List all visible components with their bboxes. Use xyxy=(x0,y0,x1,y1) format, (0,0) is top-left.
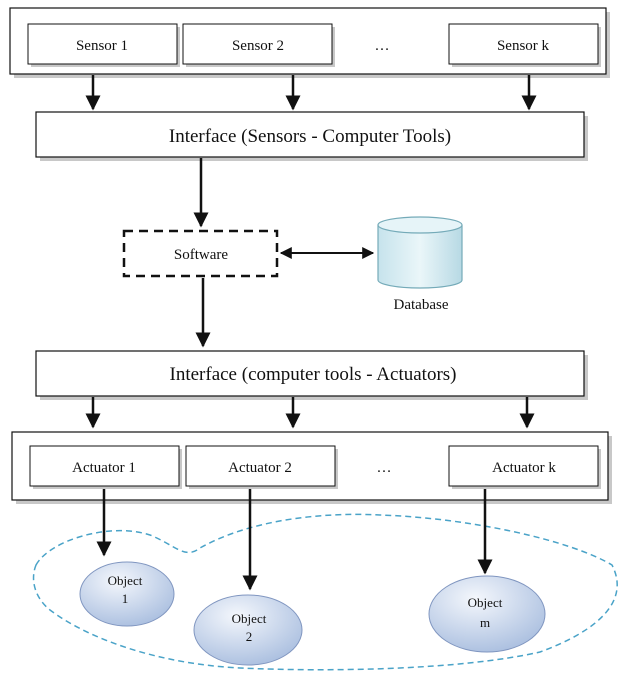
object-1: Object 1 xyxy=(79,561,175,627)
sensor-k-label: Sensor k xyxy=(497,38,550,54)
actuator-k-label: Actuator k xyxy=(492,460,556,476)
software-label: Software xyxy=(174,247,228,263)
sensor-1-label: Sensor 1 xyxy=(76,38,128,54)
object-environment-boundary xyxy=(32,513,618,671)
database-icon xyxy=(377,216,463,289)
actuator-2-label: Actuator 2 xyxy=(228,460,292,476)
sensor-2-label: Sensor 2 xyxy=(232,38,284,54)
object-m-label-line2: m xyxy=(480,615,490,630)
actuator-1-label: Actuator 1 xyxy=(72,460,136,476)
sensor-1-box: Sensor 1 xyxy=(27,23,180,67)
interface-top-box: Interface (Sensors - Computer Tools) xyxy=(35,111,588,161)
object-2-label-line2: 2 xyxy=(246,629,253,644)
object-2-label-line1: Object xyxy=(232,611,267,626)
sensor-2-box: Sensor 2 xyxy=(182,23,335,67)
sensor-ellipsis: … xyxy=(375,38,390,54)
object-m-label-line1: Object xyxy=(468,595,503,610)
interface-bottom-label: Interface (computer tools - Actuators) xyxy=(170,364,457,385)
actuator-group: Actuator 1 Actuator 2 … Actuator k xyxy=(11,431,612,504)
object-m: Object m xyxy=(428,575,546,653)
software-box: Software xyxy=(122,229,279,278)
sensor-k-box: Sensor k xyxy=(448,23,601,67)
actuator-1-box: Actuator 1 xyxy=(29,445,182,489)
database-label: Database xyxy=(394,297,449,313)
actuator-ellipsis: … xyxy=(377,460,392,476)
object-2: Object 2 xyxy=(193,594,303,666)
interface-bottom-box: Interface (computer tools - Actuators) xyxy=(35,350,588,400)
sensor-group: Sensor 1 Sensor 2 … Sensor k xyxy=(9,7,610,78)
object-1-label-line2: 1 xyxy=(122,591,129,606)
object-1-label-line1: Object xyxy=(108,573,143,588)
interface-top-label: Interface (Sensors - Computer Tools) xyxy=(169,126,451,147)
actuator-2-box: Actuator 2 xyxy=(185,445,338,489)
actuator-k-box: Actuator k xyxy=(448,445,601,489)
